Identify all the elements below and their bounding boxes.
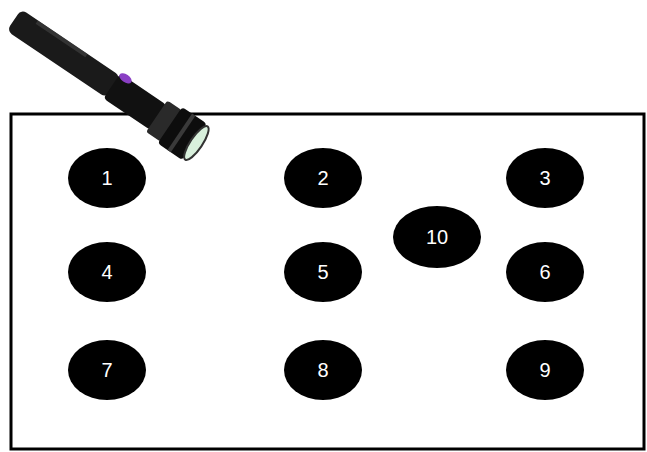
numbered-ellipse: 6: [506, 242, 584, 302]
frame-outline: [11, 114, 644, 449]
numbered-ellipse: 8: [284, 340, 362, 400]
callout-number: 10: [426, 226, 448, 248]
callout-number: 4: [101, 261, 112, 283]
callout-number: 7: [101, 359, 112, 381]
numbered-ellipse: 7: [68, 340, 146, 400]
callout-number: 1: [101, 167, 112, 189]
numbered-ellipse: 2: [284, 148, 362, 208]
numbered-ellipse: 10: [393, 206, 481, 268]
callout-number: 5: [317, 261, 328, 283]
numbered-ellipse: 3: [506, 148, 584, 208]
numbered-ellipse: 5: [284, 242, 362, 302]
callout-number: 2: [317, 167, 328, 189]
callout-number: 3: [539, 167, 550, 189]
numbered-ellipse: 1: [68, 148, 146, 208]
numbered-ellipse: 9: [506, 340, 584, 400]
callout-number: 6: [539, 261, 550, 283]
flashlight-illustration: [2, 2, 214, 165]
callout-number: 8: [317, 359, 328, 381]
numbered-ellipse: 4: [68, 242, 146, 302]
callout-number: 9: [539, 359, 550, 381]
